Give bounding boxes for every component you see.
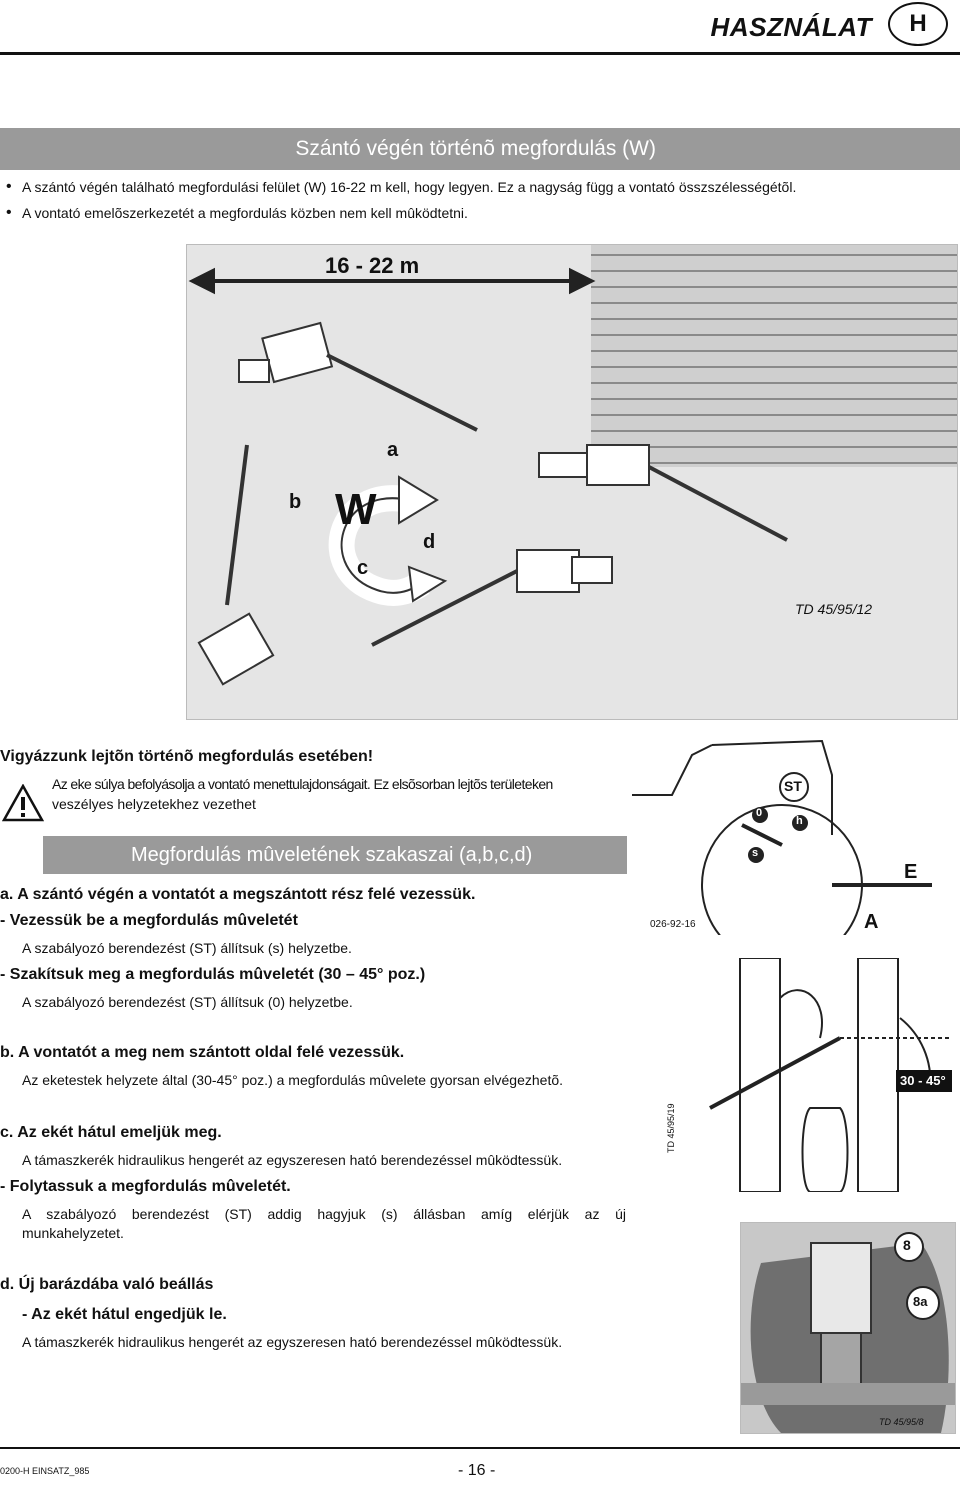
bullet-item: A szántó végén található megfordulási fe… — [6, 178, 942, 196]
step-c1-text-line2: munkahelyzetet. — [22, 1225, 124, 1241]
dimension-arrow — [188, 267, 596, 295]
headland-turn-drawing — [188, 245, 957, 686]
step-a1-text: A szabályozó berendezést (ST) állítsuk (… — [22, 940, 352, 956]
tractor-bottom-left — [197, 612, 275, 686]
plowed-field — [591, 245, 957, 467]
angle-label: 30 - 45° — [900, 1073, 946, 1088]
a-label: A — [864, 911, 879, 933]
step-d-heading: d. Új barázdába való beállás — [0, 1276, 214, 1293]
plough-beam — [225, 444, 249, 606]
section-title: Megfordulás mûveletének szakaszai (a,b,c… — [131, 844, 533, 866]
phase-b-label: b — [289, 491, 302, 513]
turn-arrow-head — [398, 475, 439, 525]
rear-view-figure: 30 - 45° TD 45/95/19 — [666, 957, 956, 1193]
callout-8-circle — [894, 1232, 924, 1262]
footer-rule — [0, 1447, 960, 1449]
callout-8a-label: 8a — [913, 1294, 928, 1309]
callout-8-label: 8 — [903, 1237, 911, 1253]
frame-bar — [741, 1383, 955, 1405]
s-label: s — [752, 847, 759, 859]
st-label: ST — [784, 778, 802, 794]
section-title: Szántó végén történõ megfordulás (W) — [295, 137, 656, 160]
hydraulic-cylinder — [810, 1242, 872, 1334]
furrow-lines — [591, 254, 957, 464]
phase-d-label: d — [423, 531, 436, 553]
e-label: E — [904, 861, 918, 883]
step-a-heading: a. A szántó végén a vontatót a megszánto… — [0, 886, 476, 903]
cab-outline — [711, 739, 833, 835]
turn-arrow-tail-head — [407, 565, 448, 603]
plough-beam — [371, 569, 518, 647]
tractor-control-figure: ST 0 h s E A 026-92-16 — [632, 735, 958, 966]
step-a2-text: A szabályozó berendezést (ST) állítsuk (… — [22, 994, 353, 1010]
h-marker-circle — [792, 815, 808, 831]
callout-8a-circle — [906, 1286, 940, 1320]
turn-arrow-outline — [340, 497, 423, 594]
headland-turn-figure: 16 - 22 m W a b c d TD 45/95/12 — [186, 244, 958, 720]
step-a2-heading: - Szakítsuk meg a megfordulás mûveletét … — [0, 966, 426, 983]
tractor-top-left — [238, 321, 334, 384]
h-label: h — [796, 815, 803, 827]
step-c1-heading: - Folytassuk a megfordulás mûveletét. — [0, 1178, 291, 1195]
rear-wheel — [701, 804, 863, 966]
step-c-text: A támaszkerék hidraulikus hengerét az eg… — [22, 1152, 563, 1168]
section-title-bar: Megfordulás mûveletének szakaszai (a,b,c… — [43, 836, 627, 874]
bullet-item: A vontató emelõszerkezetét a megfordulás… — [6, 204, 942, 222]
footer-document-code: 0200-H EINSATZ_985 — [0, 1466, 90, 1476]
figure-code: TD 45/95/12 — [795, 601, 873, 617]
figure-code: 026-92-16 — [650, 919, 696, 930]
warning-text-line2: veszélyes helyzetekhez vezethet — [52, 796, 256, 812]
page-header-title: HASZNÁLAT — [710, 12, 872, 42]
warning-text-line1: Az eke súlya befolyásolja a vontató mene… — [52, 776, 553, 792]
tractor-right — [538, 444, 650, 486]
figure-code: TD 45/95/8 — [879, 1417, 924, 1427]
distance-label: 16 - 22 m — [325, 253, 420, 278]
step-d1-heading: - Az ekét hátul engedjük le. — [22, 1306, 227, 1323]
step-a1-heading: - Vezessük be a megfordulás mûveletét — [0, 912, 298, 929]
step-c1-text-line1: A szabályozó berendezést (ST) addig hagy… — [22, 1206, 626, 1222]
plough-beam — [326, 353, 478, 432]
figure-code: TD 45/95/19 — [666, 1103, 676, 1153]
step-b-heading: b. A vontatót a meg nem szántott oldal f… — [0, 1044, 405, 1061]
warning-triangle-icon — [2, 784, 44, 822]
step-b-text: Az eketestek helyzete által (30-45° poz.… — [22, 1072, 564, 1088]
header-rule — [0, 52, 960, 55]
right-tyre — [857, 957, 899, 1193]
step-c-heading: c. Az ekét hátul emeljük meg. — [0, 1124, 222, 1141]
warning-heading: Vigyázzunk lejtõn történõ megfordulás es… — [0, 748, 374, 765]
tractor-control-drawing — [632, 739, 932, 966]
zero-label: 0 — [756, 807, 763, 819]
section-title-bar: Szántó végén történõ megfordulás (W) — [0, 128, 960, 170]
step-d1-text: A támaszkerék hidraulikus hengerét az eg… — [22, 1334, 563, 1350]
zero-marker-circle — [752, 807, 768, 823]
plough-frame — [709, 1036, 841, 1110]
support-wheel-drawing — [741, 1223, 955, 1433]
angle-box — [896, 1070, 952, 1092]
language-badge: H — [888, 2, 948, 46]
s-marker-circle — [748, 847, 764, 863]
rear-housing — [801, 1107, 849, 1193]
control-lever — [741, 823, 783, 847]
page-number: - 16 - — [458, 1462, 496, 1479]
plough-beam — [648, 465, 788, 542]
w-label: W — [335, 485, 377, 534]
support-wheel-figure: 8 8a TD 45/95/8 — [740, 1222, 956, 1434]
phase-c-label: c — [357, 557, 369, 579]
phase-a-label: a — [387, 439, 399, 461]
hood-outline — [632, 744, 713, 796]
plough-body — [779, 989, 823, 1039]
st-marker-circle — [779, 772, 809, 802]
tractor-bottom-right — [516, 549, 613, 593]
